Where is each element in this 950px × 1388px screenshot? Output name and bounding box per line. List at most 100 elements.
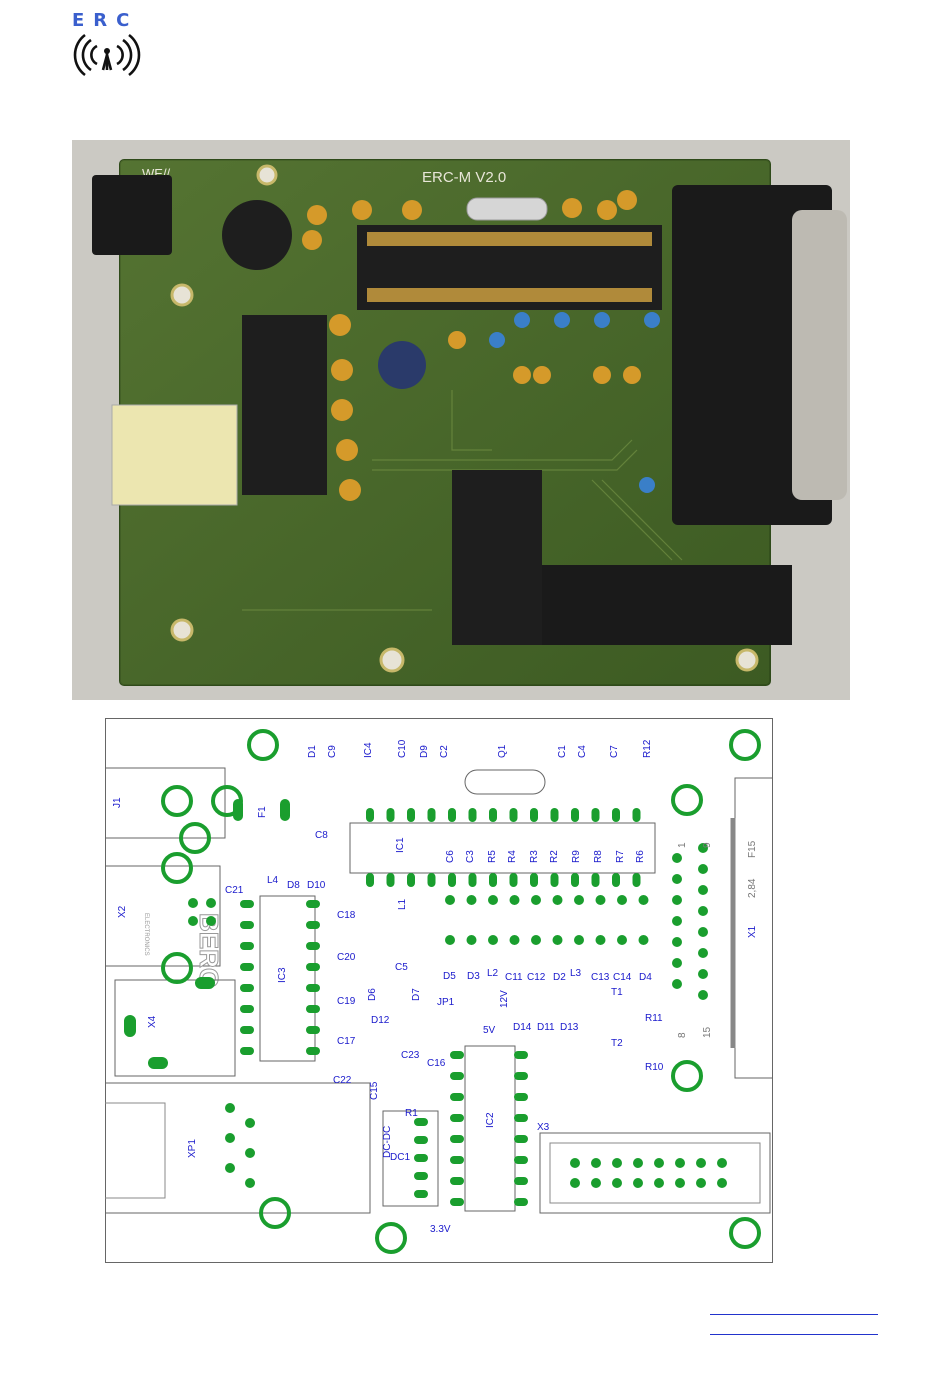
silk-label-f15: F15 (747, 840, 758, 858)
x1-pin (698, 990, 708, 1000)
x1-pin (698, 843, 708, 853)
dc1-pin (414, 1154, 428, 1162)
component-pad (595, 895, 606, 905)
ic2-pin (514, 1114, 528, 1122)
x1-pin (672, 853, 682, 863)
silk-label-ic2: IC2 (485, 1112, 496, 1128)
component-pad (509, 935, 520, 945)
ic2-pin (450, 1135, 464, 1143)
silk-label-284: 2,84 (747, 878, 758, 898)
ic3-pin (240, 1005, 254, 1013)
ic1-pin (550, 873, 559, 887)
silk-label-l4: L4 (267, 875, 279, 886)
ic1-pin (427, 873, 436, 887)
x1-pin (698, 906, 708, 916)
component-pad (531, 895, 541, 905)
ic1-pin (632, 808, 641, 822)
ic2-pin (450, 1177, 464, 1185)
x1-pin (698, 969, 708, 979)
silk-label-d12: D12 (371, 1015, 390, 1026)
silk-label-c13: C13 (591, 972, 610, 983)
antenna-signal-icon (73, 33, 141, 77)
x3-pin (633, 1178, 643, 1188)
ic1-pin (366, 808, 374, 822)
ic2-pin (450, 1072, 464, 1080)
silk-label-c4: C4 (577, 745, 588, 758)
board-label: ERC-M V2.0 (422, 169, 506, 186)
ic1-pin (530, 808, 538, 822)
xp1-pin (245, 1118, 255, 1128)
silk-label-d14: D14 (513, 1022, 532, 1033)
component-pad (574, 895, 584, 905)
x2-pin (206, 916, 216, 926)
ic1-pin (407, 873, 415, 887)
dc1-pin (414, 1136, 428, 1144)
mounting-hole (161, 852, 193, 884)
x4-pad (195, 977, 215, 989)
footer-link-1[interactable] (710, 1314, 878, 1315)
silk-label-c14: C14 (613, 972, 632, 983)
silk-label-r1: R1 (405, 1108, 418, 1119)
silk-label-r4: R4 (507, 850, 518, 863)
mounting-hole (671, 1060, 703, 1092)
ic3-pin (306, 963, 320, 971)
silk-label-d10: D10 (307, 880, 326, 891)
x3-pin (717, 1158, 727, 1168)
silk-label-ic4: IC4 (363, 742, 374, 758)
x1-pin (698, 864, 708, 874)
x3-pin (654, 1158, 664, 1168)
component-pad (574, 935, 584, 945)
x3-pin (696, 1158, 706, 1168)
mounting-hole (729, 1217, 761, 1249)
ic3-pin (306, 921, 320, 929)
silk-label-x3: X3 (537, 1122, 550, 1133)
ic3-pin (306, 900, 320, 908)
component-pad (488, 935, 498, 945)
footer-link-2[interactable] (710, 1334, 878, 1335)
x3-pin (570, 1178, 580, 1188)
silk-label-9: 9 (702, 842, 713, 848)
silk-label-d13: D13 (560, 1022, 579, 1033)
component-pad (617, 895, 627, 905)
silk-label-x1: X1 (747, 925, 758, 938)
silk-label-f1: F1 (257, 806, 268, 818)
ic3-pin (240, 921, 254, 929)
dc1-pin (414, 1172, 428, 1180)
ic3-pin (240, 963, 254, 971)
ic2-pin (514, 1156, 528, 1164)
ic1-pin (386, 873, 395, 887)
silk-label-1: 1 (677, 842, 688, 848)
x2-pin (188, 898, 198, 908)
ic1-pin (612, 808, 620, 822)
component-pad (617, 935, 627, 945)
silk-label-12v: 12V (499, 990, 510, 1008)
board-photo-drawing: ERC-M V2.0 WE// (72, 140, 850, 700)
component-pad (595, 935, 606, 945)
silk-label-c3: C3 (465, 850, 476, 863)
component-pad (552, 935, 563, 945)
ic1-pin (489, 873, 497, 887)
x3-header (542, 565, 792, 645)
x4-pad (124, 1015, 136, 1037)
ic1-pin (448, 873, 456, 887)
silk-label-x2: X2 (117, 905, 128, 918)
silk-label-c8: C8 (315, 830, 328, 841)
ic1-pin (489, 808, 497, 822)
x2-pin (206, 898, 216, 908)
component-pad (466, 895, 477, 905)
silk-label-d7: D7 (411, 988, 422, 1001)
ic1-pin (468, 808, 477, 822)
ic1-pin (612, 873, 620, 887)
dc1-pin (414, 1190, 428, 1198)
silk-label-d4: D4 (639, 972, 652, 983)
component-pad (509, 895, 520, 905)
silk-label-c5: C5 (395, 962, 408, 973)
mounting-hole (375, 1222, 407, 1254)
component-pad (531, 935, 541, 945)
silk-label-xp1: XP1 (187, 1139, 198, 1158)
ic1-pin (509, 808, 518, 822)
ic1-pin (632, 873, 641, 887)
ic2-pin (514, 1051, 528, 1059)
silk-label-c18: C18 (337, 910, 356, 921)
silk-label-d8: D8 (287, 880, 300, 891)
